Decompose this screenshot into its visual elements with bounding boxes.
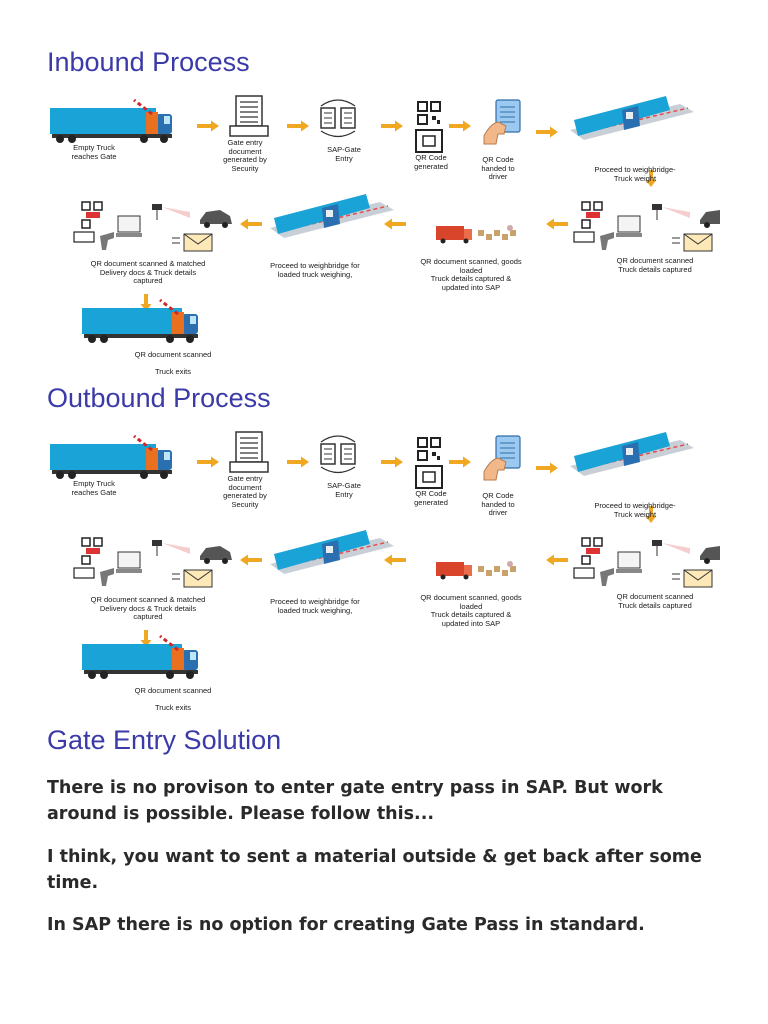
hand-phone-icon <box>483 99 521 145</box>
camera-icon <box>652 540 690 556</box>
flow-arrow <box>287 456 309 468</box>
camera-icon <box>152 540 190 556</box>
car-icon <box>700 210 720 228</box>
flow-arrow <box>197 120 219 132</box>
caption-truck-exit: QR document scanned Truck exits <box>134 686 212 712</box>
caption-weighbridge-empty: Proceed to weighbridge- Truck weight <box>594 165 676 183</box>
flow-arrow <box>240 554 262 566</box>
caption-gate-document: Gate entry document generated by Securit… <box>223 474 267 509</box>
caption-empty-truck: Empty Truck reaches Gate <box>71 479 117 497</box>
document-icon <box>229 431 269 473</box>
flow-arrow <box>381 456 403 468</box>
barrier-icon <box>159 634 184 670</box>
scan-cluster-left <box>73 201 142 250</box>
solution-paragraph-1: There is no provison to enter gate entry… <box>47 778 663 824</box>
caption-qr-handed: QR Code handed to driver <box>481 155 515 182</box>
document-icon <box>229 95 269 137</box>
barrier-icon <box>133 434 158 470</box>
flow-arrow <box>140 630 152 647</box>
flow-arrow <box>240 218 262 230</box>
inbound-flow-diagram: Empty Truck reaches Gate Gate entry docum… <box>44 90 720 376</box>
caption-scan-right: QR document scanned Truck details captur… <box>616 256 694 274</box>
flow-arrow <box>536 462 558 474</box>
scan-cluster-right <box>573 201 642 250</box>
qr-code-icon <box>415 437 443 489</box>
caption-empty-truck: Empty Truck reaches Gate <box>71 143 117 161</box>
car-icon <box>700 546 720 564</box>
caption-weighbridge-loaded: Proceed to weighbridge for loaded truck … <box>270 261 360 279</box>
flow-arrow <box>546 554 568 566</box>
flow-arrow <box>140 294 152 311</box>
sap-entry-icon <box>320 99 356 138</box>
caption-goods-loaded: QR document scanned, goods loaded Truck … <box>420 593 522 628</box>
flow-arrow <box>381 120 403 132</box>
caption-sap-gate-entry: SAP-Gate Entry <box>327 481 361 499</box>
flow-arrow <box>384 554 406 566</box>
truck-icon <box>82 308 198 343</box>
solution-paragraph-3: In SAP there is no option for creating G… <box>47 915 645 935</box>
outbound-heading: Outbound Process <box>47 383 271 413</box>
scan-cluster-left <box>73 537 142 586</box>
scan-cluster-right <box>573 537 642 586</box>
camera-icon <box>152 204 190 220</box>
camera-icon <box>652 204 690 220</box>
solution-paragraph-2: I think, you want to sent a material out… <box>47 847 702 893</box>
flow-arrow <box>645 170 657 187</box>
flow-arrow <box>536 126 558 138</box>
caption-goods-loaded: QR document scanned, goods loaded Truck … <box>420 257 522 292</box>
sap-entry-icon <box>320 435 356 474</box>
caption-scan-left: QR document scanned & matched Delivery d… <box>90 259 206 286</box>
outbound-flow-diagram: Empty Truck reaches Gate Gate entry docum… <box>44 426 720 712</box>
weighbridge-icon <box>270 530 394 574</box>
email-icon <box>672 233 713 252</box>
hand-phone-icon <box>483 435 521 481</box>
flow-arrow <box>449 456 471 468</box>
weighbridge-icon <box>570 96 694 140</box>
email-icon <box>172 233 213 252</box>
flow-arrow <box>384 218 406 230</box>
barrier-icon <box>159 298 184 334</box>
caption-weighbridge-loaded: Proceed to weighbridge for loaded truck … <box>270 597 360 615</box>
caption-scan-right: QR document scanned Truck details captur… <box>616 592 694 610</box>
goods-truck-icon <box>436 561 516 580</box>
caption-sap-gate-entry: SAP-Gate Entry <box>327 145 361 163</box>
caption-scan-left: QR document scanned & matched Delivery d… <box>90 595 206 622</box>
car-icon <box>200 546 232 564</box>
truck-icon <box>82 644 198 679</box>
goods-truck-icon <box>436 225 516 244</box>
caption-gate-document: Gate entry document generated by Securit… <box>223 138 267 173</box>
email-icon <box>672 569 713 588</box>
caption-qr-generated: QR Code generated <box>414 153 448 171</box>
caption-qr-generated: QR Code generated <box>414 489 448 507</box>
qr-code-icon <box>415 101 443 153</box>
flow-arrow <box>449 120 471 132</box>
flow-arrow <box>197 456 219 468</box>
caption-weighbridge-empty: Proceed to weighbridge- Truck weight <box>594 501 676 519</box>
flow-arrow <box>287 120 309 132</box>
truck-icon <box>50 444 172 479</box>
weighbridge-icon <box>270 194 394 238</box>
inbound-heading: Inbound Process <box>47 47 250 77</box>
car-icon <box>200 210 232 228</box>
caption-qr-handed: QR Code handed to driver <box>481 491 515 518</box>
solution-heading: Gate Entry Solution <box>47 725 282 755</box>
caption-truck-exit: QR document scanned Truck exits <box>134 350 212 376</box>
weighbridge-icon <box>570 432 694 476</box>
email-icon <box>172 569 213 588</box>
flow-arrow <box>645 506 657 523</box>
barrier-icon <box>133 98 158 134</box>
flow-arrow <box>546 218 568 230</box>
truck-icon <box>50 108 172 143</box>
